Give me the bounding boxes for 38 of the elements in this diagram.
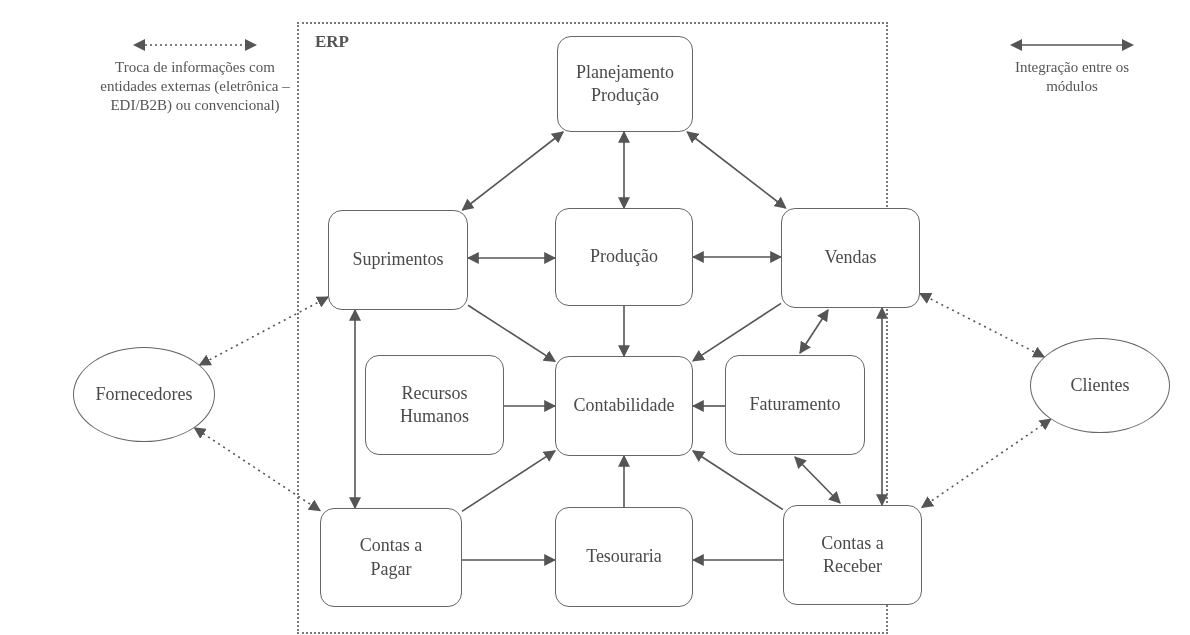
dotted-arrow xyxy=(198,296,330,366)
arrow xyxy=(691,251,783,263)
module-box: Tesouraria xyxy=(555,507,693,607)
module-box: Contas a Receber xyxy=(783,505,922,605)
dotted-arrow xyxy=(918,292,1046,358)
arrow xyxy=(503,400,557,412)
arrow xyxy=(794,456,841,504)
module-box: Contabilidade xyxy=(555,356,693,456)
arrow xyxy=(799,309,829,354)
arrow xyxy=(692,450,784,511)
entity-ellipse: Fornecedores xyxy=(73,347,215,442)
arrow xyxy=(691,554,784,566)
arrow xyxy=(876,306,888,507)
arrow xyxy=(691,400,726,412)
arrow xyxy=(618,454,630,508)
legend-text: Integração entre os módulos xyxy=(1013,58,1131,96)
module-box: Faturamento xyxy=(725,355,865,455)
arrow xyxy=(461,450,556,513)
legend-text: Troca de informações com entidades externas (eletrônica – EDI/B2B) ou convencional) xyxy=(100,58,290,115)
dotted-arrow xyxy=(193,427,321,512)
arrow xyxy=(686,131,787,209)
entity-ellipse: Clientes xyxy=(1030,338,1170,433)
module-box: Suprimentos xyxy=(328,210,468,310)
module-box: Produção xyxy=(555,208,693,306)
module-box: Recursos Humanos xyxy=(365,355,504,455)
group-title: ERP xyxy=(315,32,349,52)
arrow xyxy=(461,131,565,211)
arrow xyxy=(618,305,630,358)
dotted-arrow xyxy=(921,418,1052,509)
arrow xyxy=(467,304,556,363)
arrow xyxy=(349,308,361,510)
arrow xyxy=(692,302,782,362)
arrow xyxy=(466,252,557,264)
module-box: Planejamento Produção xyxy=(557,36,693,132)
arrow xyxy=(461,554,557,566)
module-box: Contas a Pagar xyxy=(320,508,462,607)
module-box: Vendas xyxy=(781,208,920,308)
arrow xyxy=(618,130,630,210)
